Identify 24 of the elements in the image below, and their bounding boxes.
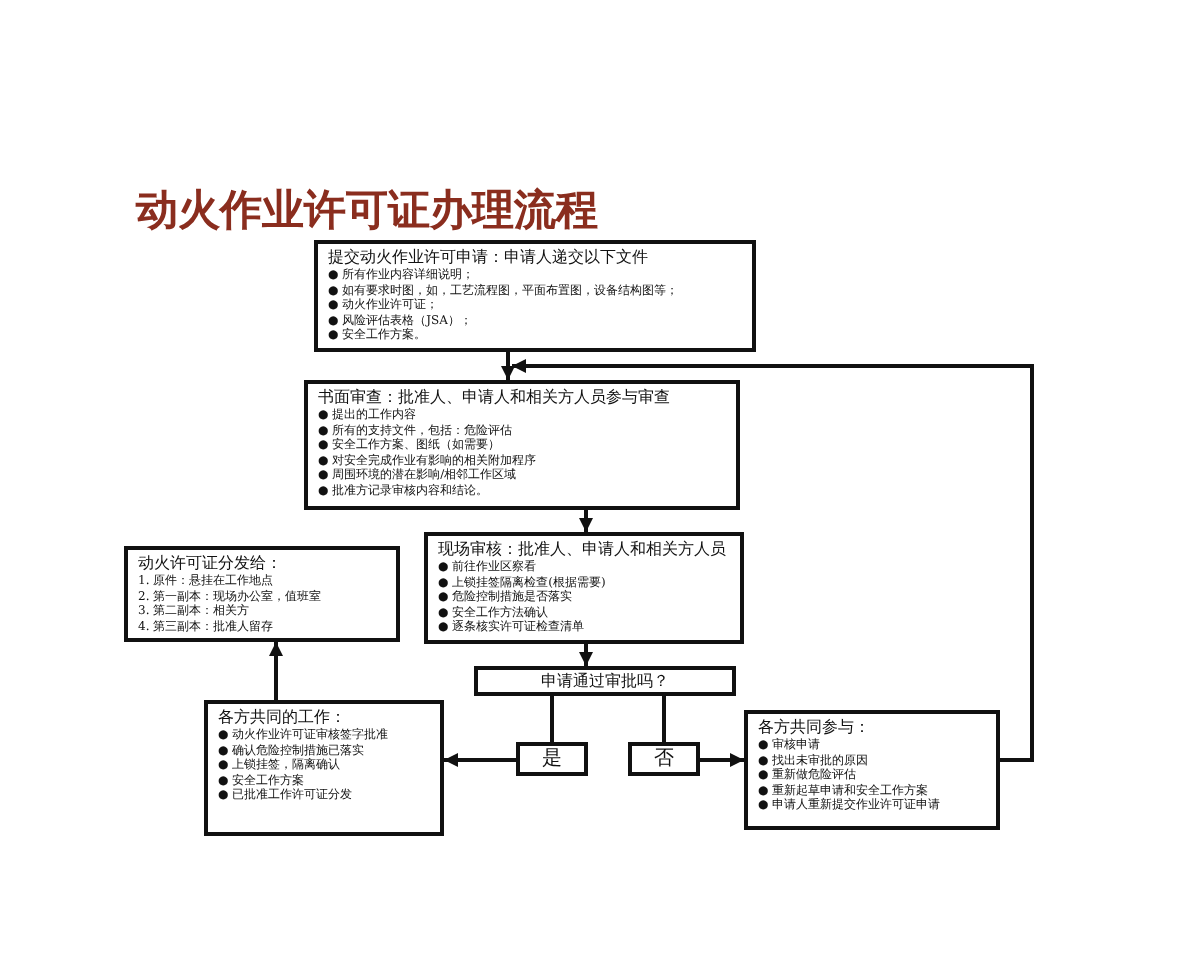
arrow bbox=[579, 510, 593, 532]
box-heading: 书面审查：批准人、申请人和相关方人员参与审查 bbox=[318, 388, 670, 408]
process-box bbox=[124, 546, 400, 642]
arrow bbox=[444, 753, 516, 767]
process-box bbox=[424, 532, 744, 644]
connector-line bbox=[662, 696, 666, 742]
box-heading: 现场审核：批准人、申请人和相关方人员 bbox=[438, 540, 726, 560]
arrow bbox=[579, 644, 593, 666]
box-heading: 各方共同参与： bbox=[758, 718, 870, 738]
decision-box: 申请通过审批吗？ bbox=[474, 666, 736, 696]
choice-box: 是 bbox=[516, 742, 588, 776]
process-box bbox=[204, 700, 444, 836]
arrow bbox=[700, 753, 744, 767]
arrow bbox=[501, 352, 515, 380]
box-heading: 提交动火作业许可申请：申请人递交以下文件 bbox=[328, 248, 648, 268]
process-box bbox=[314, 240, 756, 352]
diagram-title: 动火作业许可证办理流程 bbox=[136, 184, 598, 236]
process-box bbox=[744, 710, 1000, 830]
box-heading: 动火许可证分发给： bbox=[138, 554, 282, 574]
connector-line bbox=[550, 696, 554, 742]
arrow bbox=[269, 642, 283, 700]
choice-box: 否 bbox=[628, 742, 700, 776]
process-box bbox=[304, 380, 740, 510]
box-heading: 各方共同的工作： bbox=[218, 708, 346, 728]
